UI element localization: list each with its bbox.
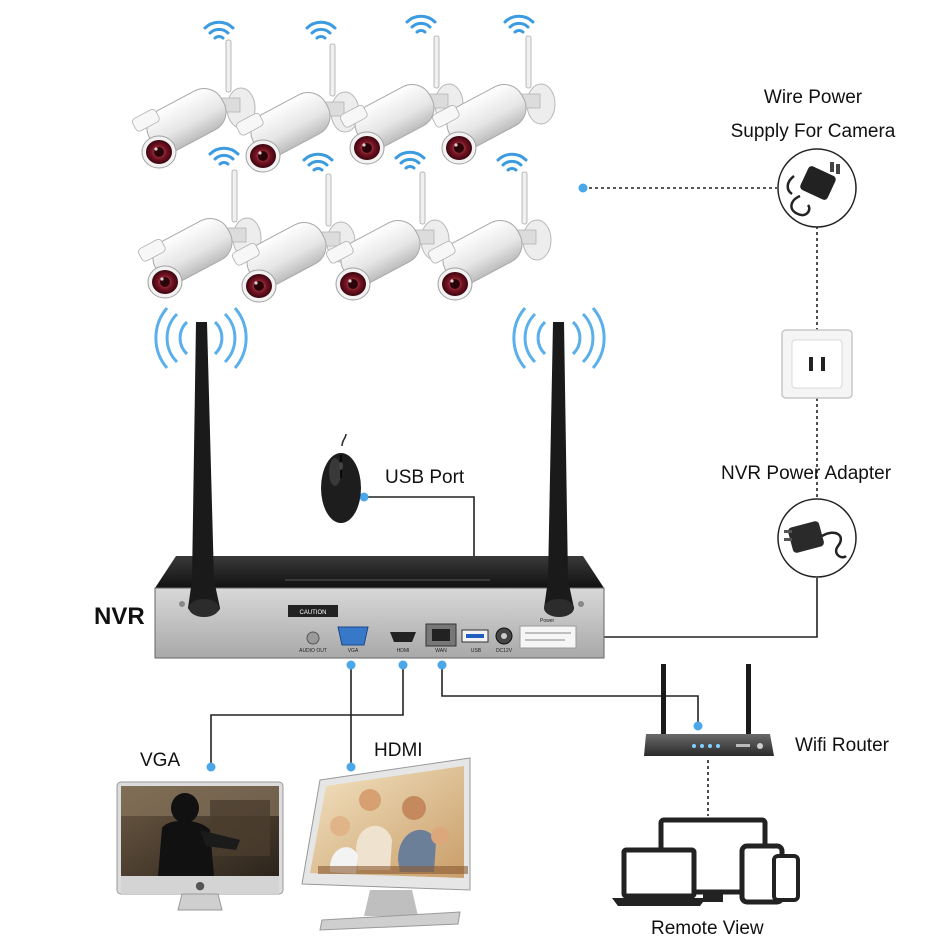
wall-outlet [781,329,853,399]
camera-5 [136,169,262,299]
usb-port-label: USB [471,648,482,654]
camera-7-wifi-icon [394,150,426,170]
nvr-recorder: CAUTION AUDIO OUT VGA HDMI WAN USB DC12V… [154,556,605,659]
vga-label: VGA [140,750,181,771]
phone-icon [772,854,800,902]
nvr-power-adapter [777,498,857,578]
apple-logo-icon: ● [195,879,205,892]
vga-port-label: VGA [348,648,359,654]
supply-for-camera-label: Supply For Camera [730,121,896,142]
camera-5-wifi-icon [208,146,240,166]
camera-6-wifi-icon [302,152,334,172]
nvr-power-adapter-label: NVR Power Adapter [721,463,892,484]
connection-lines [210,187,818,816]
serial-sticker [519,625,577,649]
nvr-antenna-left [188,322,220,617]
camera-4-wifi-icon [503,14,535,34]
hdmi-port [390,632,416,642]
camera-power-supply [777,148,857,228]
power-adapter-icon [786,162,840,217]
hdmi-monitor [301,757,471,931]
remote-view-label: Remote View [651,918,764,939]
caution-label [288,605,338,617]
adapter-to-nvr-line [517,578,818,638]
audio-out-port-label: AUDIO OUT [299,648,327,654]
wifi-router-label: Wifi Router [795,735,889,756]
router-antenna [746,664,751,734]
nvr-to-router-line [441,665,699,726]
caution-text: CAUTION [300,610,327,616]
nvr-label: NVR [94,603,145,630]
camera-2-wifi-icon [305,20,337,40]
usb-mouse [321,433,361,523]
camera-1-wifi-icon [203,20,235,40]
ip-camera-group [130,14,556,303]
camera-3-wifi-icon [405,14,437,34]
remote-devices [612,817,800,906]
camera-1 [130,39,256,169]
usb-port-label: USB Port [385,467,465,488]
outlet-slot [809,357,813,371]
adapter-icon [784,521,847,559]
camera-8-wifi-icon [496,152,528,172]
router-antenna [661,664,666,734]
wan-port-label: WAN [435,648,447,654]
power-label: Power [540,618,555,624]
nvr-to-vga-monitor-line [210,665,404,767]
hdmi-label: HDMI [374,740,423,761]
hdmi-port-label: HDMI [397,648,410,654]
dc12v-port-label: DC12V [496,648,513,654]
laptop-icon [612,847,706,906]
vga-port [337,626,369,646]
vga-monitor: ● [116,781,284,911]
outlet-slot [821,357,825,371]
wifi-router [644,664,774,756]
nvr-antenna-right [544,322,574,617]
wire-power-label: Wire Power [763,87,863,108]
